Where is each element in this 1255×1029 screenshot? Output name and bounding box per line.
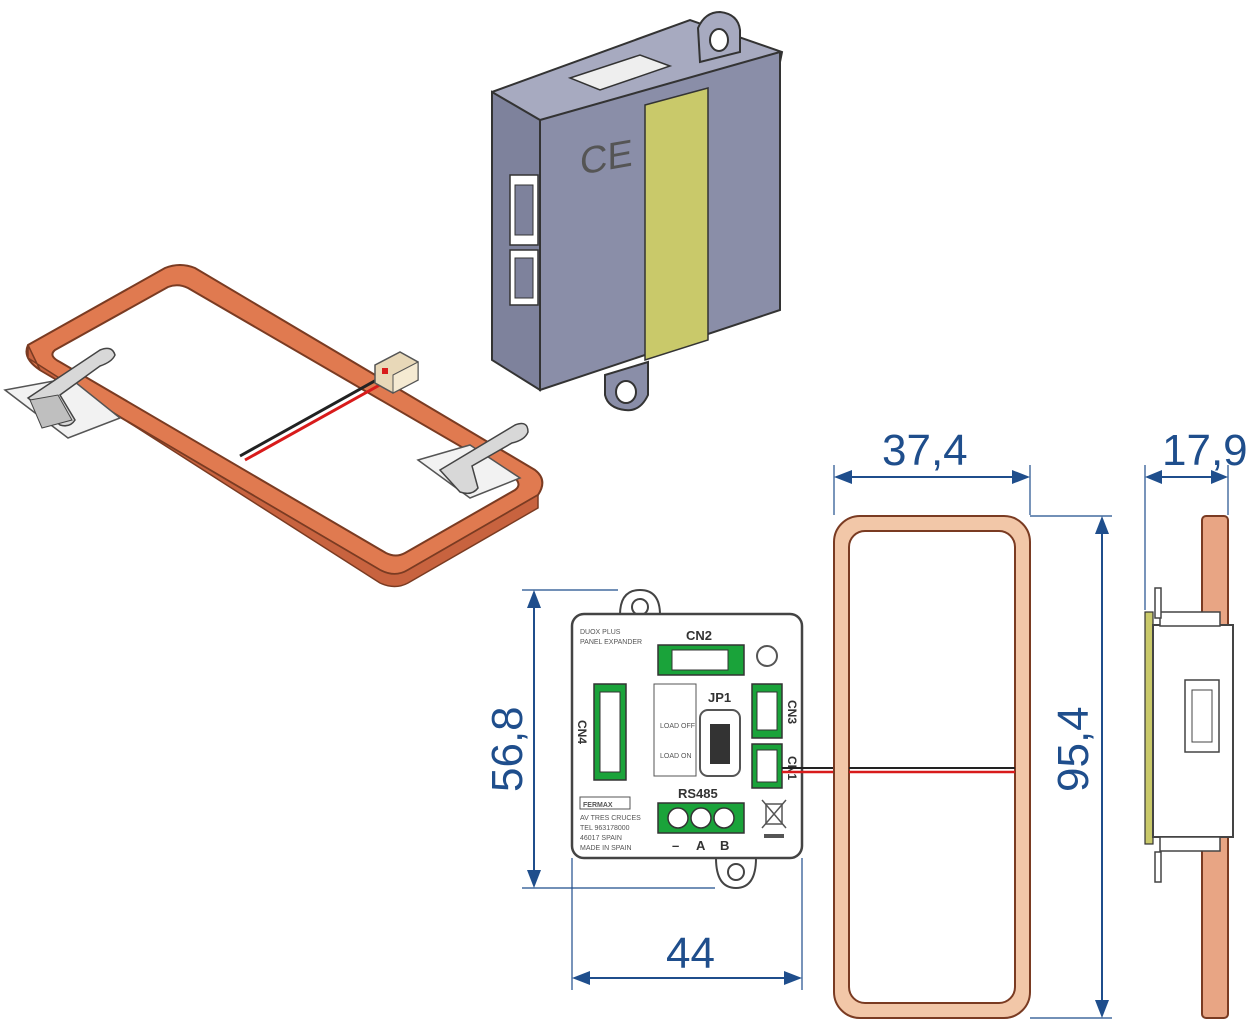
load-off-label: LOAD OFF [660, 723, 695, 730]
terminal-minus-label: – [672, 838, 679, 853]
dim-95-4: 95,4 [1049, 706, 1098, 792]
dimension-coil-width: 37,4 [833, 426, 1031, 515]
rs485-label: RS485 [678, 786, 718, 801]
svg-text:AV TRES CRUCES: AV TRES CRUCES [580, 815, 641, 822]
dimension-side-thickness: 17,9 [1144, 426, 1248, 610]
jp1-label: JP1 [708, 690, 731, 705]
dimension-module-height: 56,8 [483, 589, 715, 889]
svg-text:PANEL EXPANDER: PANEL EXPANDER [580, 639, 642, 646]
svg-text:MADE IN SPAIN: MADE IN SPAIN [580, 845, 632, 852]
dim-17-9: 17,9 [1162, 426, 1248, 475]
ce-mark: CE [580, 132, 633, 184]
cn2-label: CN2 [686, 628, 712, 643]
dim-44: 44 [666, 929, 715, 978]
terminal-a-label: A [696, 838, 706, 853]
side-view [1144, 515, 1234, 1019]
dimension-coil-height: 95,4 [1030, 515, 1112, 1019]
module-front-view: DUOX PLUS PANEL EXPANDER CN2 CN4 LOAD OF… [570, 588, 804, 890]
cn4-label: CN4 [575, 720, 589, 744]
logo-icon [756, 645, 778, 667]
svg-text:46017 SPAIN: 46017 SPAIN [580, 835, 622, 842]
coil-connector [374, 351, 419, 394]
dim-37-4: 37,4 [882, 426, 968, 475]
load-on-label: LOAD ON [660, 753, 692, 760]
terminal-b-label: B [720, 838, 729, 853]
dim-56-8: 56,8 [483, 706, 532, 792]
left-mounting-clip [3, 347, 122, 439]
isometric-coil [3, 264, 544, 588]
brand-label: FERMAX [583, 802, 613, 809]
cn3-label: CN3 [785, 700, 799, 724]
svg-text:TEL 963178000: TEL 963178000 [580, 825, 630, 832]
dimension-module-width: 44 [571, 858, 803, 990]
right-mounting-clip [416, 422, 529, 499]
isometric-module: CE [491, 10, 784, 412]
svg-text:DUOX PLUS: DUOX PLUS [580, 629, 621, 636]
weee-bin-icon [761, 799, 787, 838]
